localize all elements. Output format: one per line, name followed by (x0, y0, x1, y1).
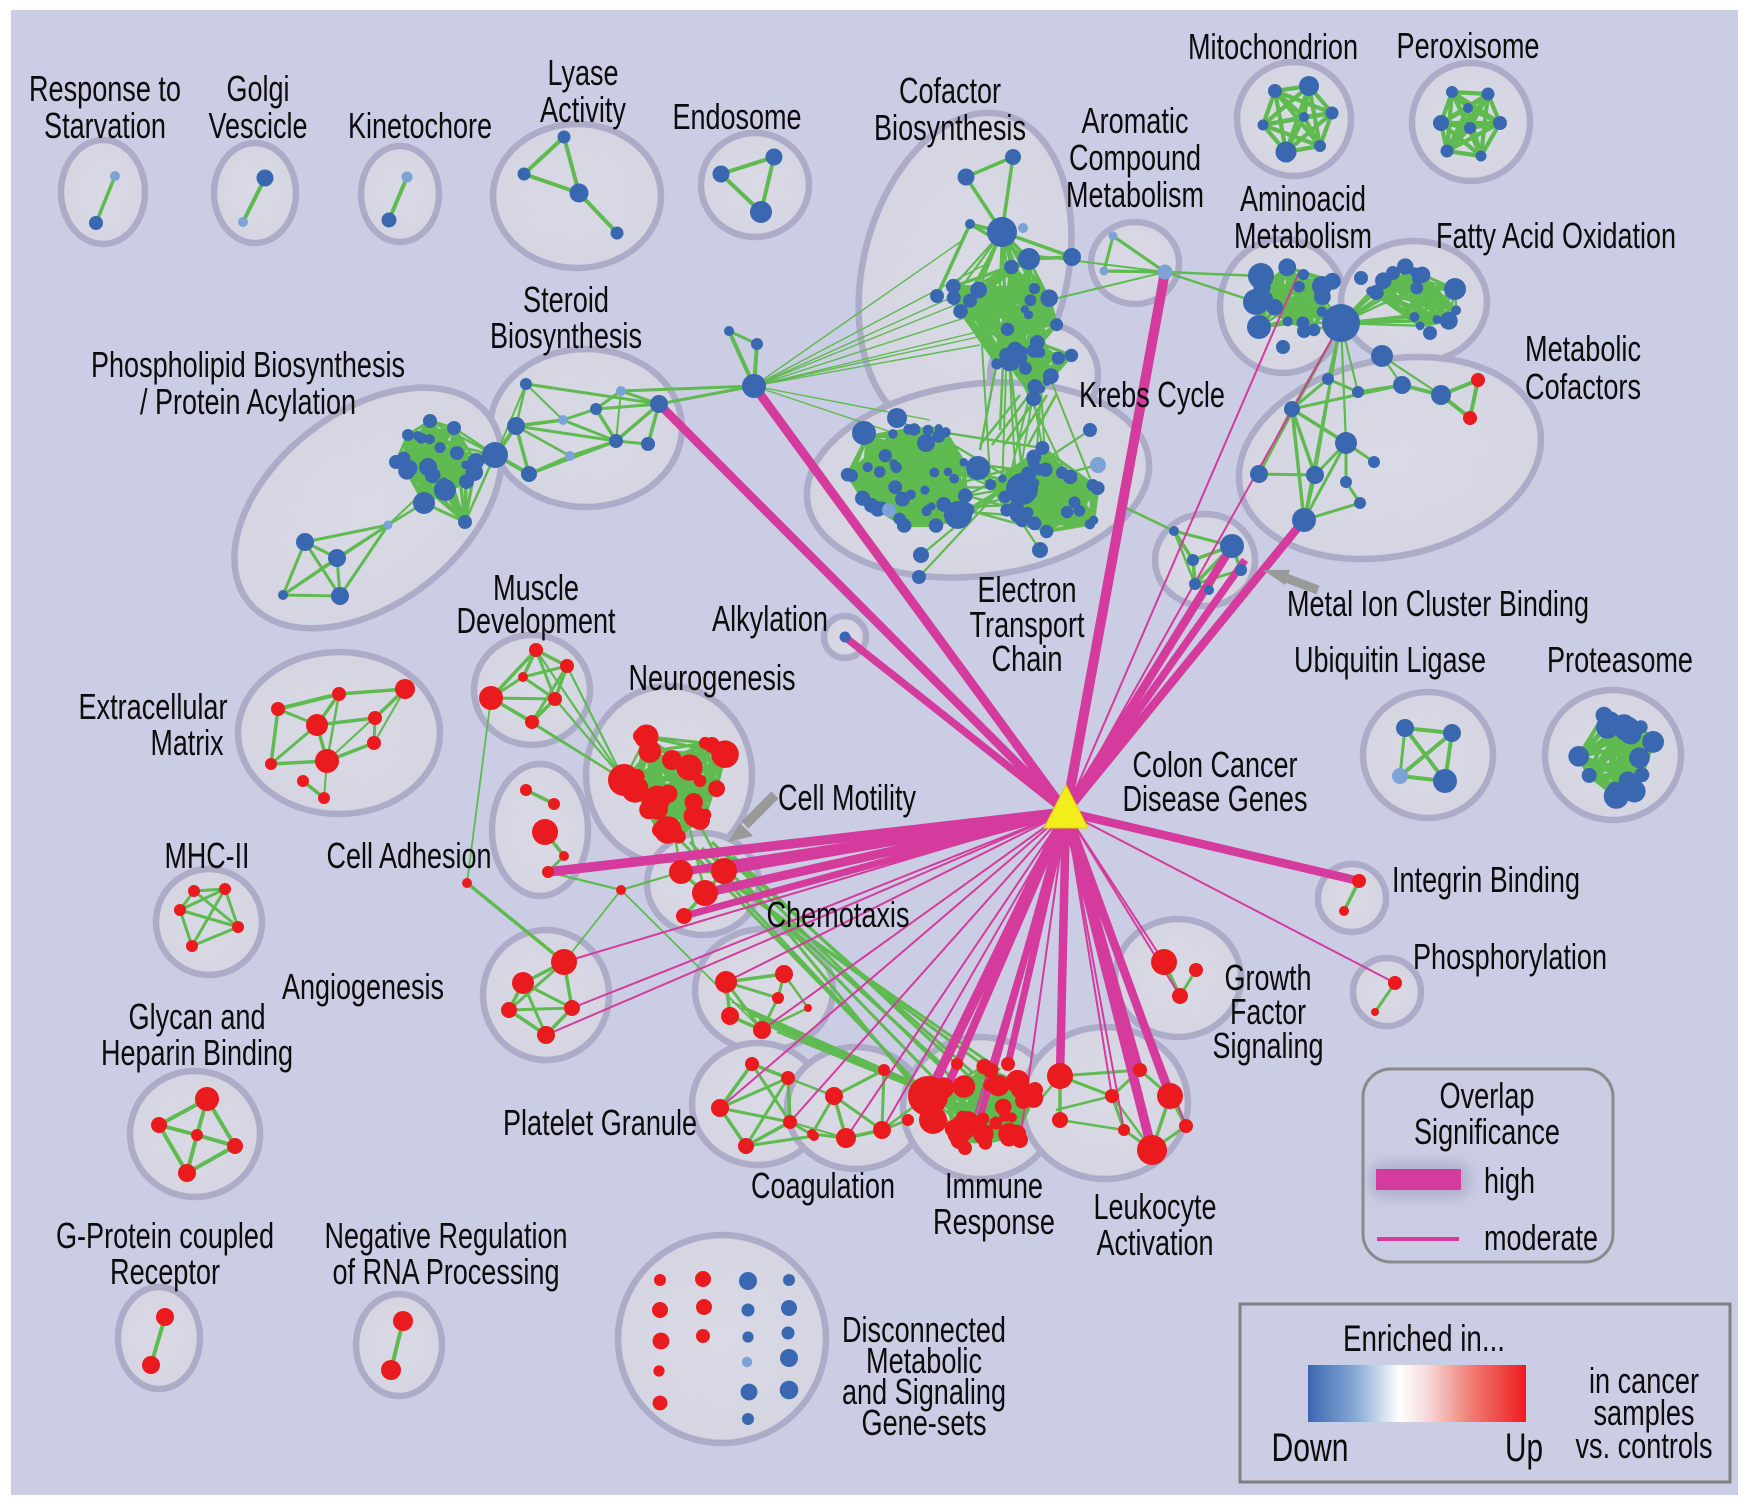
svg-text:vs. controls: vs. controls (1576, 1425, 1713, 1466)
svg-text:Response to: Response to (29, 68, 181, 109)
svg-text:Chain: Chain (992, 638, 1063, 679)
svg-text:high: high (1484, 1160, 1535, 1201)
svg-text:Metabolism: Metabolism (1234, 215, 1372, 256)
svg-text:Overlap: Overlap (1440, 1075, 1535, 1116)
svg-text:moderate: moderate (1484, 1217, 1598, 1258)
svg-text:Up: Up (1505, 1426, 1543, 1470)
svg-text:Kinetochore: Kinetochore (348, 105, 492, 146)
svg-text:Proteasome: Proteasome (1547, 639, 1693, 680)
svg-text:Angiogenesis: Angiogenesis (282, 966, 444, 1007)
svg-text:MHC-II: MHC-II (165, 835, 250, 876)
svg-text:Signaling: Signaling (1213, 1025, 1324, 1066)
svg-text:of RNA Processing: of RNA Processing (333, 1251, 560, 1292)
svg-text:Heparin Binding: Heparin Binding (101, 1032, 293, 1073)
svg-text:Glycan and: Glycan and (129, 996, 266, 1037)
svg-text:Biosynthesis: Biosynthesis (874, 107, 1026, 148)
svg-text:Compound: Compound (1069, 137, 1201, 178)
svg-text:Mitochondrion: Mitochondrion (1188, 26, 1358, 67)
svg-text:Metabolism: Metabolism (1066, 174, 1204, 215)
svg-text:Neurogenesis: Neurogenesis (629, 657, 796, 698)
svg-text:Extracellular: Extracellular (79, 686, 228, 727)
svg-text:Cofactor: Cofactor (899, 70, 1001, 111)
svg-text:Leukocyte: Leukocyte (1094, 1186, 1217, 1227)
svg-text:Matrix: Matrix (151, 722, 224, 763)
svg-text:Cofactors: Cofactors (1525, 366, 1641, 407)
svg-text:/ Protein Acylation: / Protein Acylation (140, 381, 356, 422)
svg-text:Negative Regulation: Negative Regulation (325, 1215, 568, 1256)
svg-text:Endosome: Endosome (673, 96, 802, 137)
svg-text:Ubiquitin Ligase: Ubiquitin Ligase (1294, 639, 1486, 680)
svg-text:Starvation: Starvation (44, 105, 166, 146)
svg-text:Receptor: Receptor (110, 1251, 220, 1292)
svg-text:Golgi: Golgi (227, 68, 290, 109)
svg-text:Krebs Cycle: Krebs Cycle (1079, 374, 1225, 415)
svg-text:Phosphorylation: Phosphorylation (1413, 936, 1607, 977)
svg-text:Response: Response (933, 1201, 1055, 1242)
svg-text:Biosynthesis: Biosynthesis (490, 315, 642, 356)
svg-text:Cell Adhesion: Cell Adhesion (327, 835, 492, 876)
svg-text:Aminoacid: Aminoacid (1240, 178, 1366, 219)
svg-text:Peroxisome: Peroxisome (1397, 25, 1540, 66)
svg-text:Metabolic: Metabolic (1525, 328, 1641, 369)
svg-text:Development: Development (457, 600, 616, 641)
svg-text:Metal Ion Cluster Binding: Metal Ion Cluster Binding (1287, 583, 1589, 624)
svg-text:G-Protein coupled: G-Protein coupled (56, 1215, 274, 1256)
svg-text:Immune: Immune (945, 1165, 1043, 1206)
svg-text:Gene-sets: Gene-sets (862, 1402, 987, 1443)
svg-text:Cell Motility: Cell Motility (778, 777, 916, 818)
svg-text:Chemotaxis: Chemotaxis (767, 894, 910, 935)
svg-text:Phospholipid Biosynthesis: Phospholipid Biosynthesis (91, 344, 405, 385)
svg-text:Down: Down (1272, 1426, 1349, 1470)
svg-text:Lyase: Lyase (548, 52, 619, 93)
svg-text:Steroid: Steroid (523, 279, 609, 320)
svg-text:Integrin Binding: Integrin Binding (1392, 859, 1580, 900)
svg-text:Vescicle: Vescicle (209, 105, 308, 146)
svg-text:Alkylation: Alkylation (712, 598, 828, 639)
svg-text:Activation: Activation (1097, 1222, 1214, 1263)
svg-text:Activity: Activity (540, 89, 626, 130)
svg-text:Significance: Significance (1414, 1111, 1560, 1152)
svg-text:Disease Genes: Disease Genes (1123, 778, 1308, 819)
svg-text:Coagulation: Coagulation (751, 1165, 895, 1206)
svg-text:Platelet Granule: Platelet Granule (503, 1102, 697, 1143)
svg-text:Aromatic: Aromatic (1082, 100, 1189, 141)
svg-text:Fatty Acid Oxidation: Fatty Acid Oxidation (1436, 215, 1676, 256)
svg-text:Enriched in...: Enriched in... (1343, 1318, 1505, 1359)
